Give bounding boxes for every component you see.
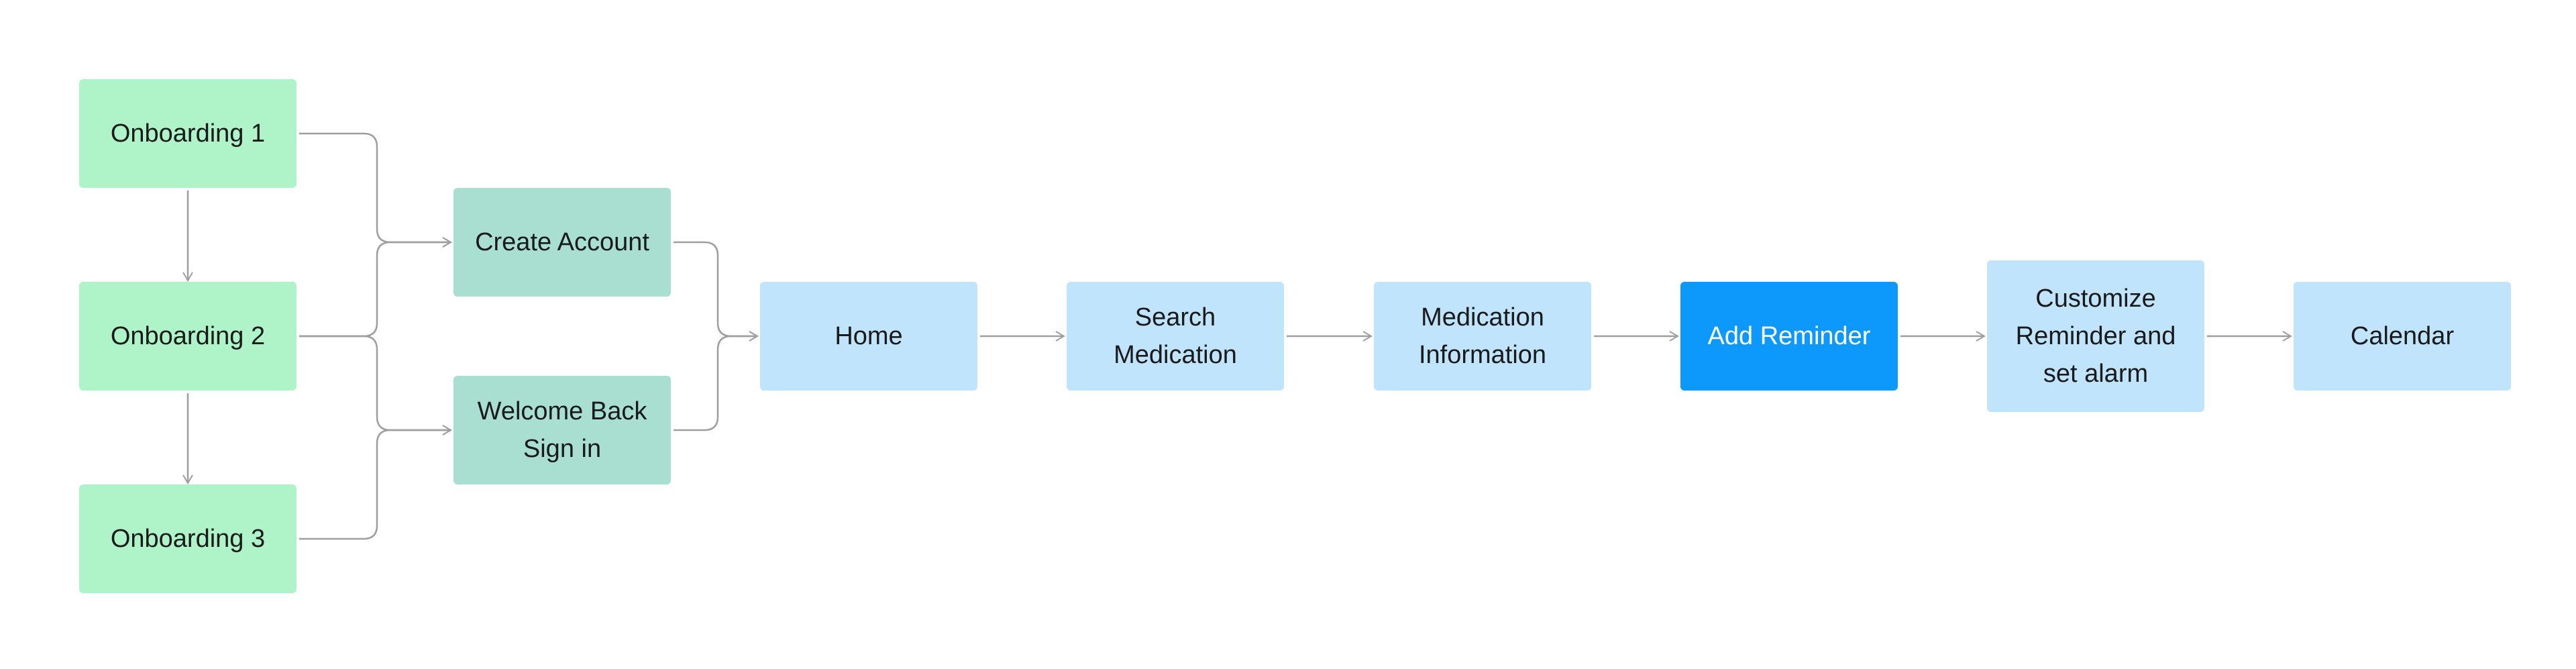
node-label: Onboarding 2 [110,322,266,350]
connector-welcome-back-to-home [674,331,759,431]
node-label: Home [835,322,903,350]
node-calendar[interactable]: Calendar [2294,282,2511,391]
connector-onboarding2-to-welcome-back [299,335,452,435]
node-label: Create Account [475,228,649,256]
node-medication-information[interactable]: Medication Information [1374,282,1591,391]
node-add-reminder[interactable]: Add Reminder [1680,282,1898,391]
node-label: Customize Reminder and set alarm [2015,285,2176,388]
node-search-medication[interactable]: Search Medication [1067,282,1284,391]
node-onboarding-2[interactable]: Onboarding 2 [79,282,297,391]
connector-onboarding1-to-create-account [299,132,452,248]
connector-create-account-to-home [674,241,759,342]
node-home[interactable]: Home [760,282,977,391]
node-customize-reminder[interactable]: Customize Reminder and set alarm [1987,260,2204,412]
node-label: Onboarding 1 [110,119,266,148]
node-label: Calendar [2350,322,2455,350]
node-label: Welcome Back Sign in [477,397,647,463]
node-label: Add Reminder [1707,322,1871,350]
node-label: Onboarding 3 [110,525,266,553]
node-label: Medication Information [1418,303,1547,369]
node-create-account[interactable]: Create Account [453,188,671,297]
node-onboarding-3[interactable]: Onboarding 3 [79,484,297,593]
connector-onboarding3-to-welcome-back [299,425,452,540]
connector-onboarding2-to-create-account [299,237,452,338]
node-welcome-back-sign-in[interactable]: Welcome Back Sign in [453,376,671,484]
node-onboarding-1[interactable]: Onboarding 1 [79,79,297,188]
node-label: Search Medication [1114,303,1237,369]
